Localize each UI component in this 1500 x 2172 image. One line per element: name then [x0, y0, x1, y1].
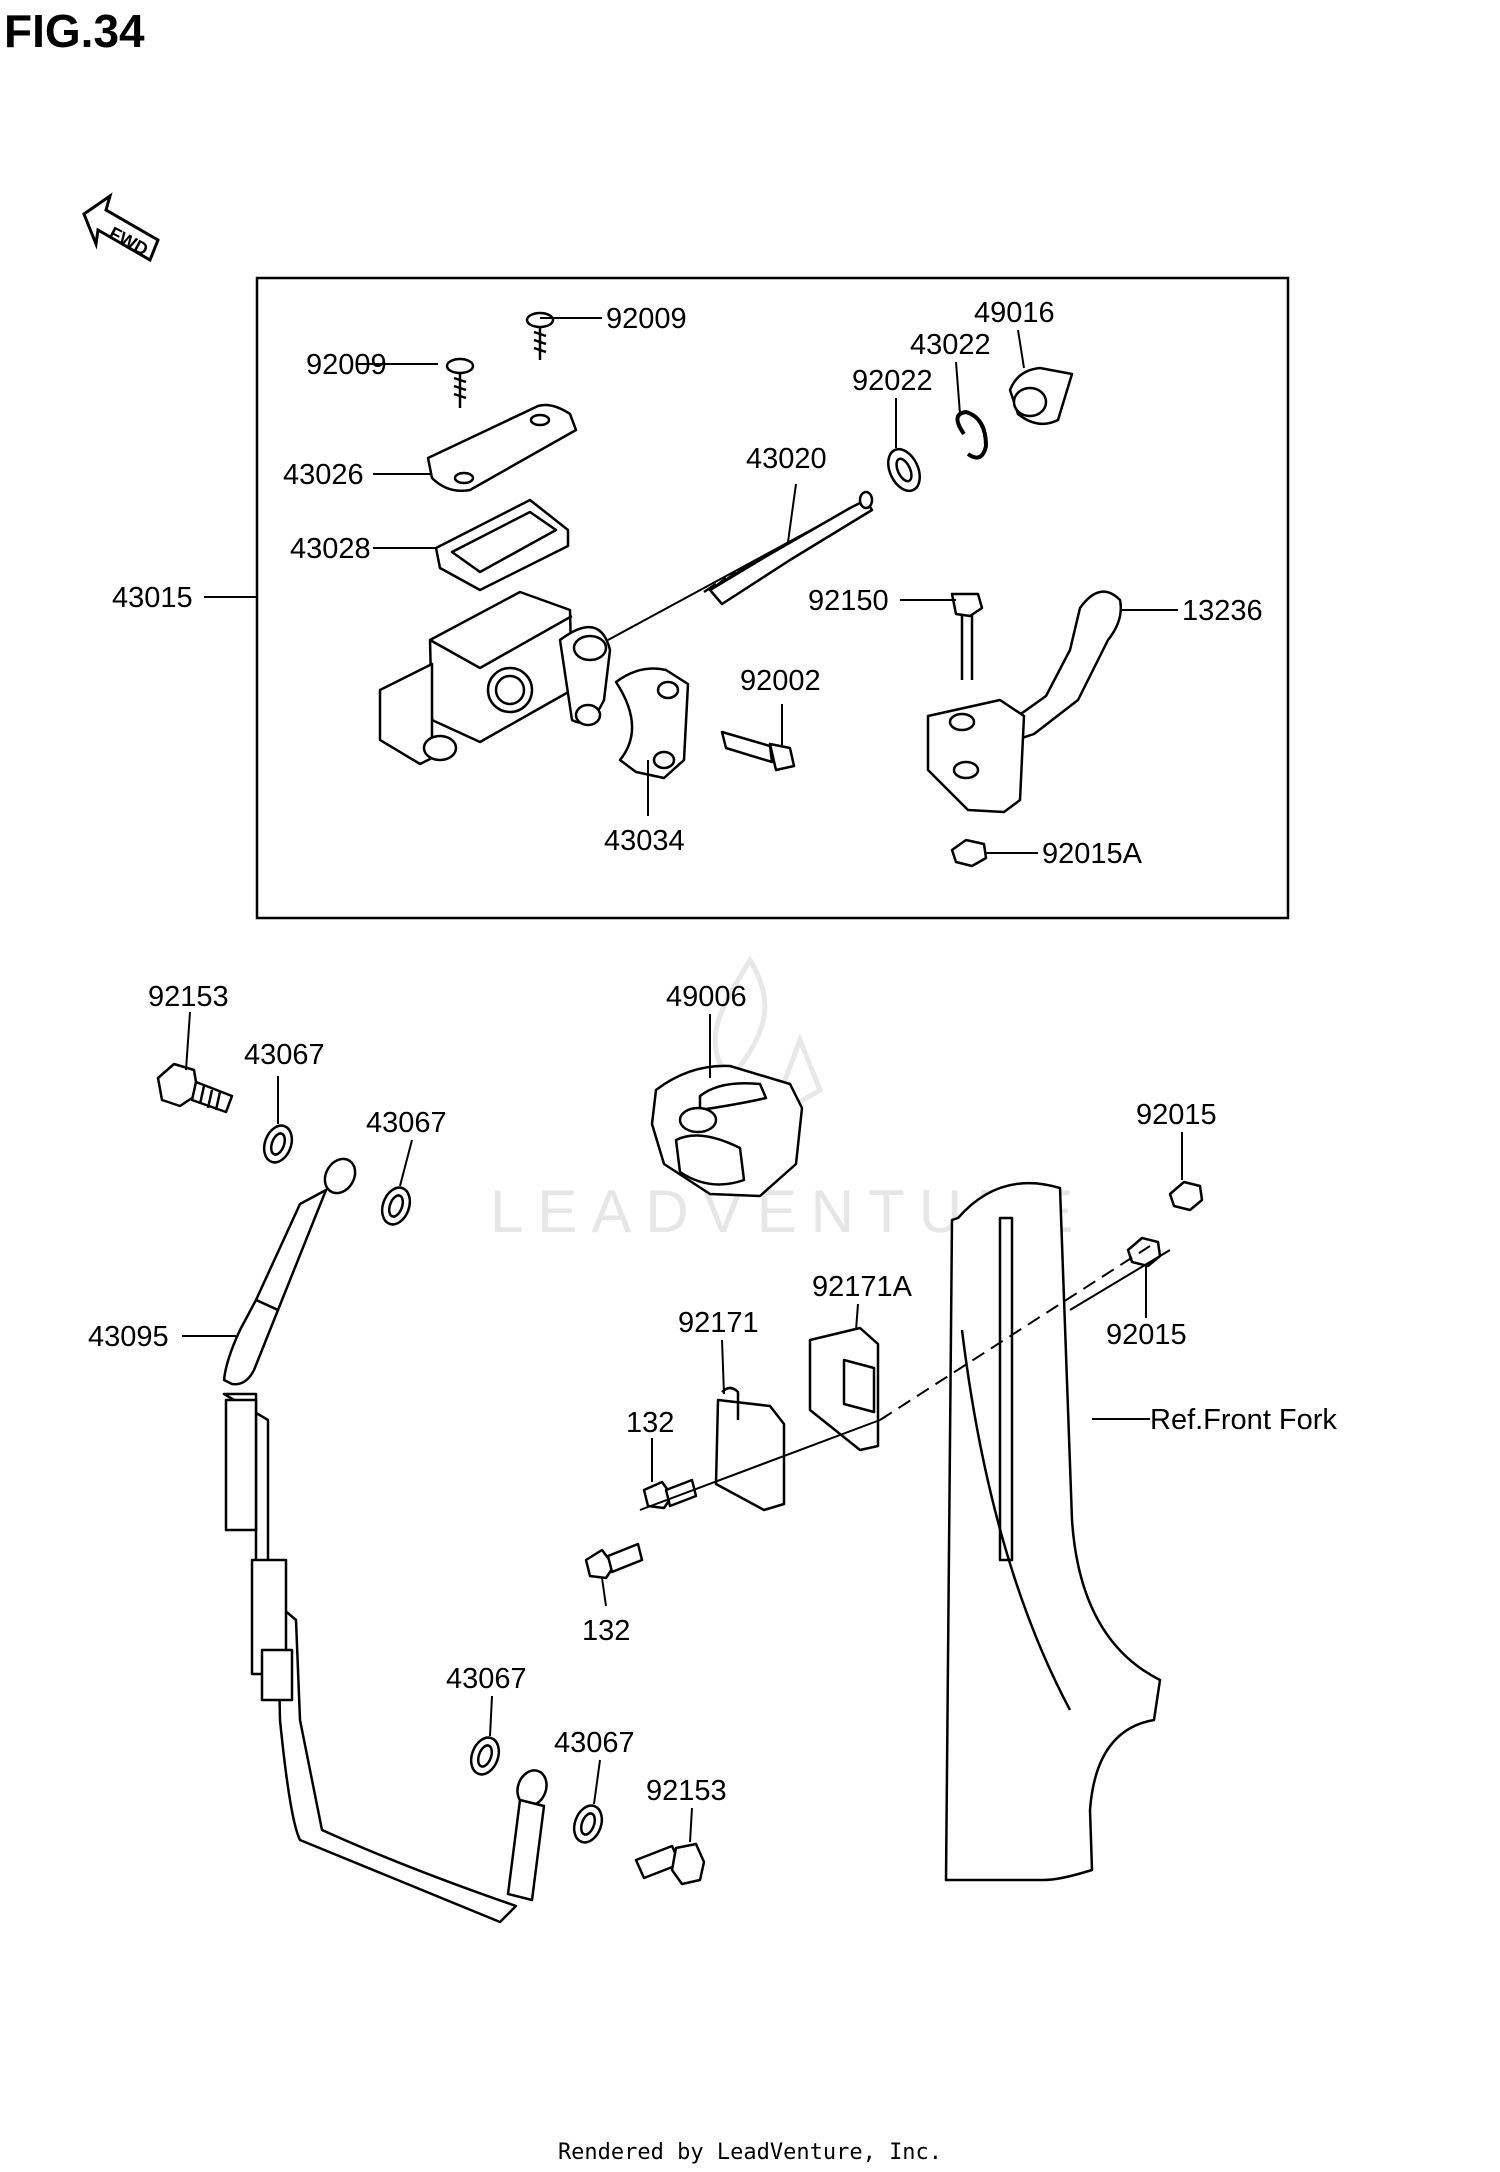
callout-43028: 43028: [290, 533, 371, 565]
fwd-arrow-icon: FWD: [82, 192, 160, 263]
nut-92015-a: [1168, 1180, 1204, 1212]
figure-title: FIG.34: [4, 5, 145, 57]
callout-92022: 92022: [852, 365, 933, 397]
callout-92171: 92171: [678, 1307, 759, 1339]
front-fork-ref: [944, 1181, 1162, 1882]
callout-92153-top: 92153: [148, 981, 229, 1013]
hose-holder-49006: [650, 1064, 804, 1198]
clamp-bolt-92002: [720, 730, 796, 772]
bolt-132-a: [642, 1478, 698, 1510]
callout-92015A: 92015A: [1042, 838, 1143, 870]
callout-49016: 49016: [974, 297, 1055, 329]
callout-92153-bottom: 92153: [646, 1775, 727, 1807]
callout-92150: 92150: [808, 585, 889, 617]
bracket-92171A: [808, 1326, 880, 1452]
nut-92015-b: [1126, 1236, 1162, 1268]
clutch-hose-43095: [222, 1157, 548, 1924]
callout-43022: 43022: [910, 329, 991, 361]
callout-43020: 43020: [746, 443, 827, 475]
diaphragm-43028: [434, 498, 570, 592]
leader-lines: [182, 317, 1183, 1843]
master-cylinder-assembly-box: [255, 276, 1290, 920]
reservoir-cap-43026: [426, 403, 578, 492]
callout-43067-a: 43067: [244, 1039, 325, 1071]
callout-92171A: 92171A: [812, 1271, 913, 1303]
footer-credit: Rendered by LeadVenture, Inc.: [557, 2140, 943, 2165]
callout-43034: 43034: [604, 825, 685, 857]
callout-92009-left: 92009: [306, 349, 387, 381]
callout-49006: 49006: [666, 981, 747, 1013]
callout-43095: 43095: [88, 1321, 169, 1353]
screw-92009-right: [525, 311, 555, 360]
bracket-92171: [714, 1386, 786, 1512]
piston-43020: [703, 490, 874, 606]
snap-ring-43022: [955, 410, 988, 460]
callout-92015-b: 92015: [1106, 1319, 1187, 1351]
callout-92009-right: 92009: [606, 303, 687, 335]
callout-92015-a: 92015: [1136, 1099, 1217, 1131]
bolt-132-b: [584, 1542, 644, 1580]
callout-43015: 43015: [112, 582, 193, 614]
callout-132-a: 132: [626, 1407, 674, 1439]
nut-92015A: [950, 838, 988, 868]
pivot-bolt-92150: [950, 592, 984, 680]
callout-92002: 92002: [740, 665, 821, 697]
banjo-bolt-92153-bottom: [634, 1842, 706, 1886]
callout-ref-front-fork: Ref.Front Fork: [1150, 1404, 1337, 1436]
screw-92009-left: [445, 357, 475, 408]
callout-13236: 13236: [1182, 595, 1263, 627]
callout-43026: 43026: [283, 459, 364, 491]
master-cylinder-body: [378, 590, 612, 766]
callout-43067-d: 43067: [554, 1727, 635, 1759]
banjo-bolt-92153-top: [156, 1062, 234, 1114]
clutch-lever-13236: [926, 590, 1122, 814]
callout-43067-c: 43067: [446, 1663, 527, 1695]
callout-132-b: 132: [582, 1615, 630, 1647]
callout-43067-b: 43067: [366, 1107, 447, 1139]
